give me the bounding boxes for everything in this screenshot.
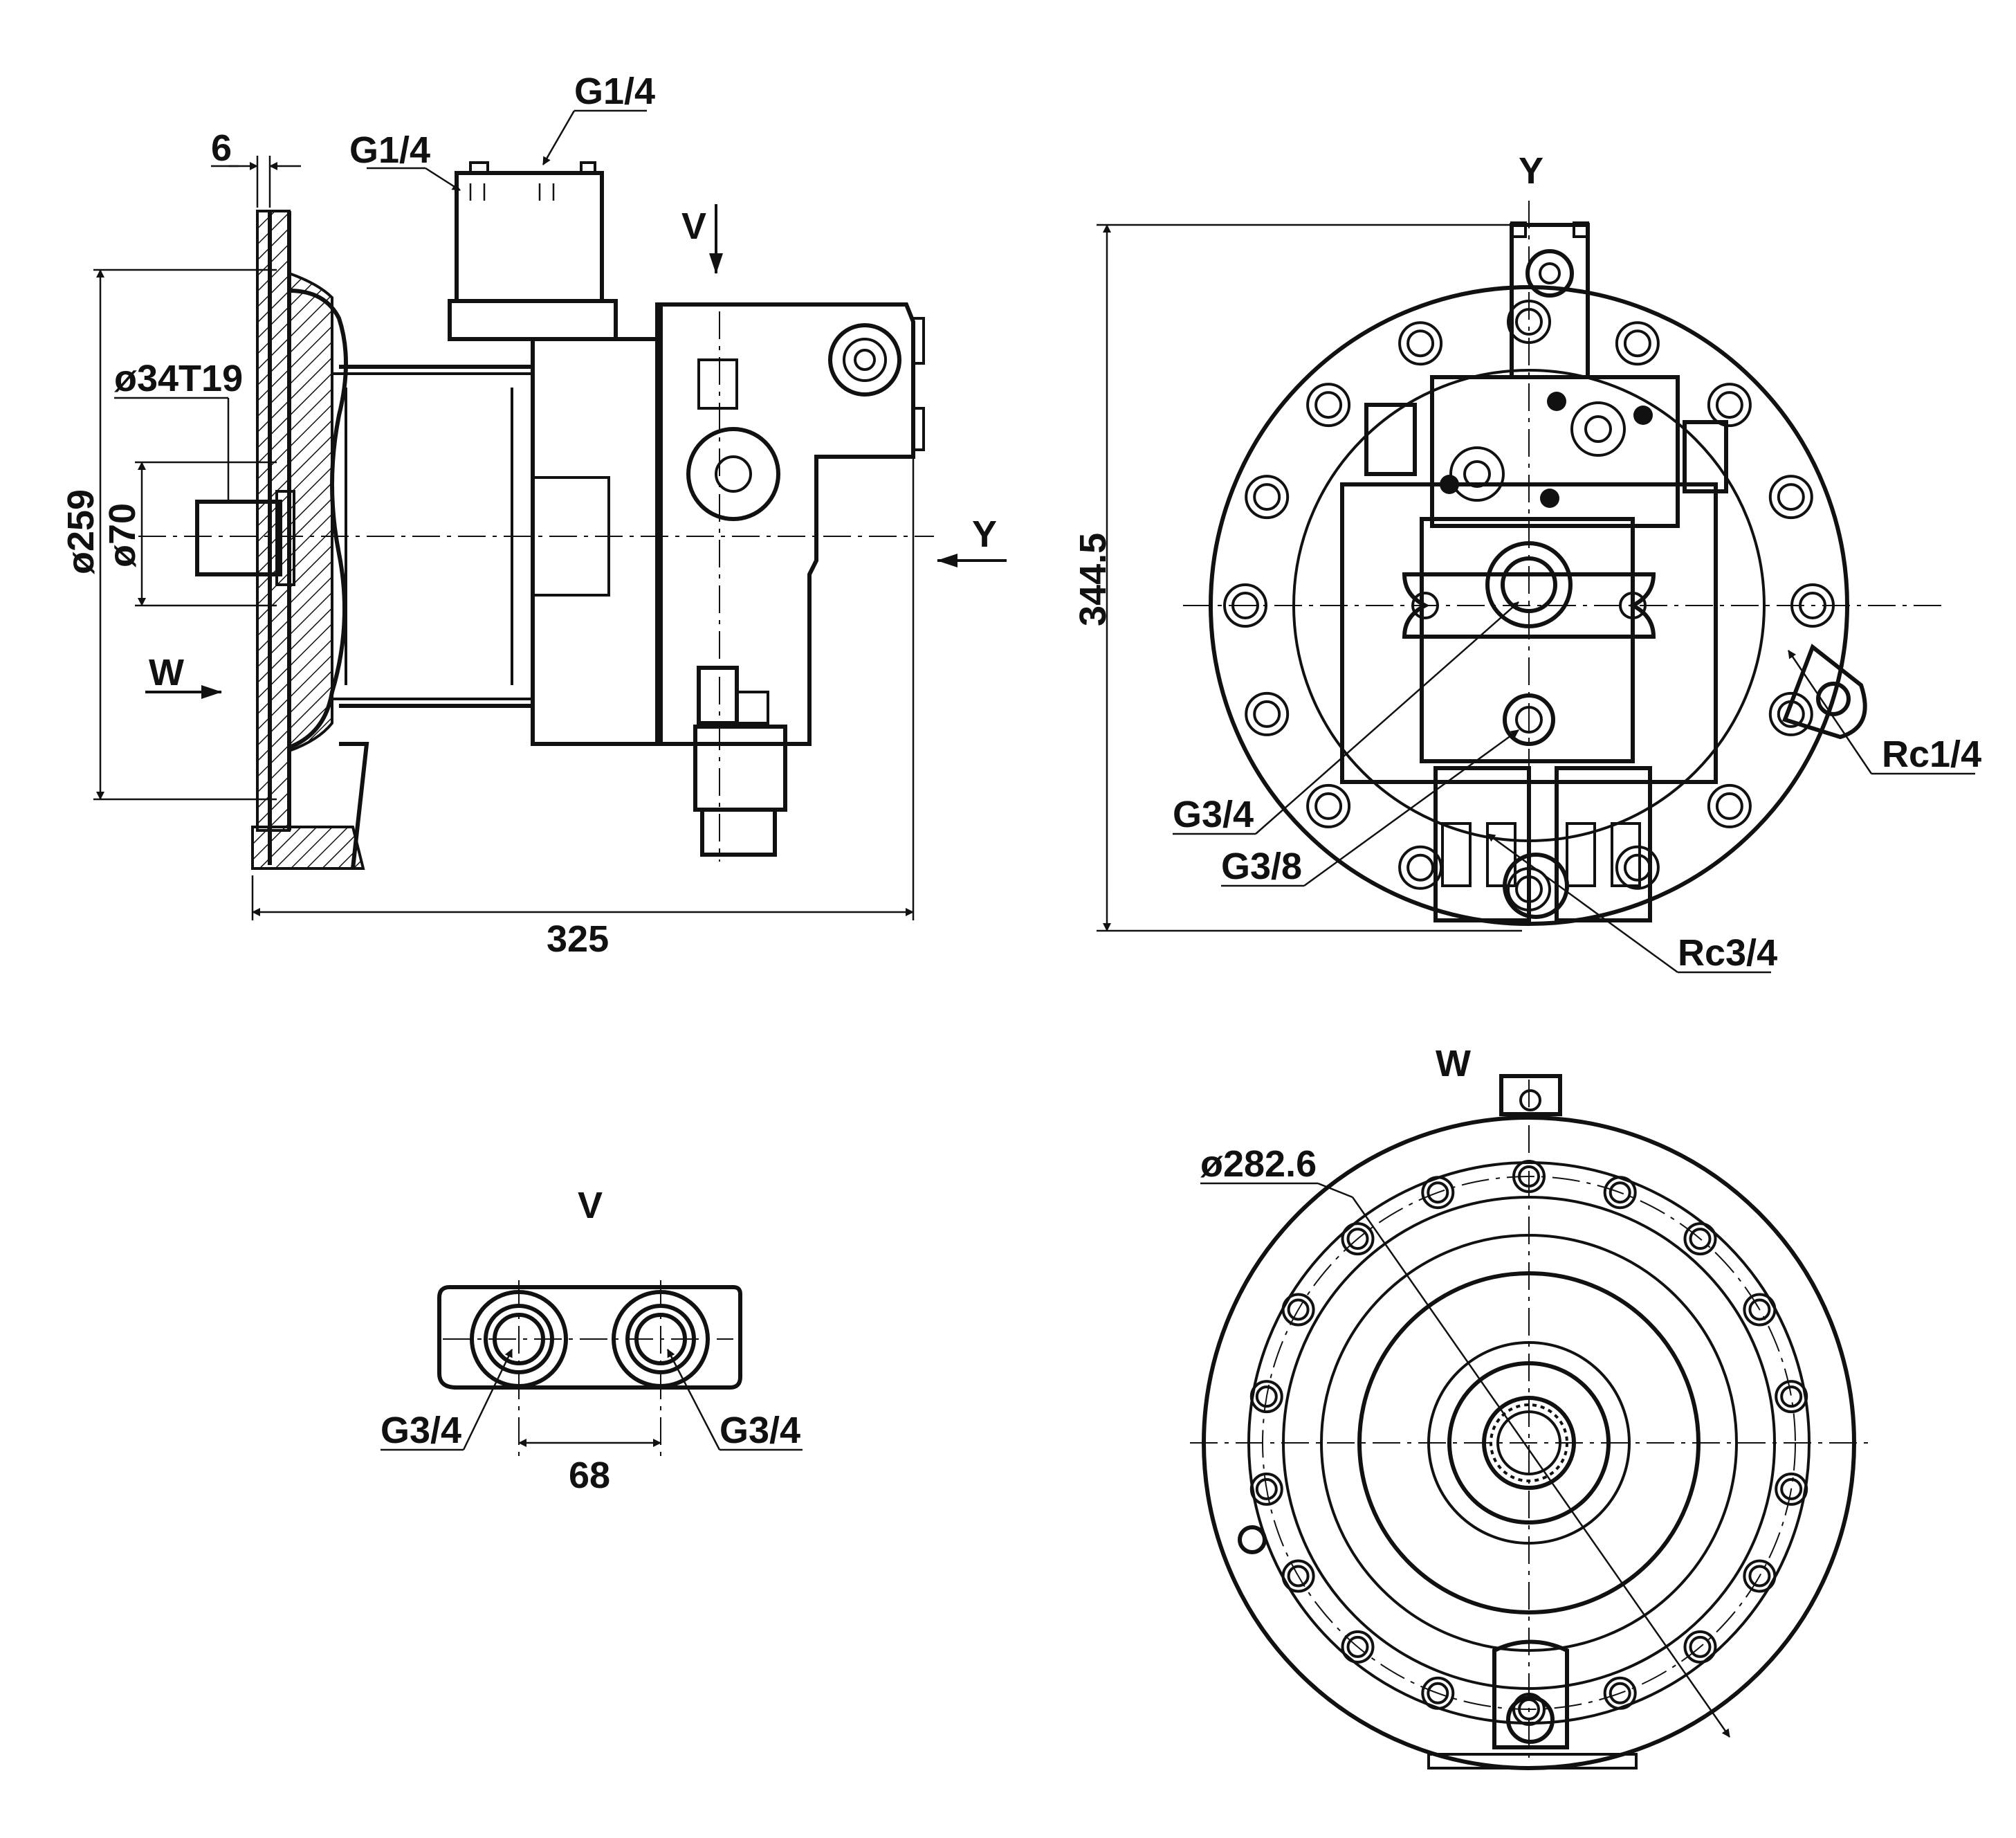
bolt-hole	[1743, 1293, 1777, 1327]
bolt-hole	[1306, 383, 1351, 428]
bolt-hole	[1253, 700, 1281, 728]
view-v-title: V	[578, 1185, 603, 1226]
bolt-hole	[1623, 329, 1651, 358]
bolt-hole	[1281, 1559, 1315, 1593]
rc14-port	[1816, 682, 1851, 716]
bolt-hole	[1603, 1676, 1637, 1710]
bolt-hole	[1748, 1298, 1771, 1321]
shaft-spline-label: ø34T19	[114, 358, 243, 399]
relief-valve-block	[455, 171, 604, 303]
bolt-hole	[1777, 483, 1805, 511]
port-block-y	[1510, 223, 1590, 379]
view-y-port-rc34-label: Rc3/4	[1678, 932, 1777, 974]
dim-flange-thickness: 6	[211, 127, 232, 169]
port-label-g14-lower: G1/4	[349, 129, 430, 171]
view-arrow-y-label: Y	[972, 513, 997, 555]
bolt-hole	[1715, 391, 1743, 419]
brake-valve	[693, 725, 787, 812]
bolt-hole	[1609, 1181, 1631, 1204]
view-v-left-port-label: G3/4	[381, 1410, 461, 1451]
bolt-hole	[1255, 1385, 1278, 1408]
view-y-port-g38-label: G3/8	[1221, 846, 1302, 887]
bolt-hole	[1245, 691, 1290, 736]
bolt-hole	[1743, 1559, 1777, 1593]
bolt-hole	[1255, 1477, 1278, 1500]
bolt-hole	[1707, 783, 1752, 828]
bolt-hole	[1780, 1385, 1803, 1408]
bolt-hole	[1287, 1565, 1310, 1587]
view-v-port-block	[437, 1285, 742, 1390]
bolt-hole	[1281, 1293, 1315, 1327]
rear-head	[655, 302, 915, 746]
bolt-hole	[1253, 483, 1281, 511]
view-v-right-port-label: G3/4	[720, 1410, 800, 1451]
bolt-hole	[1715, 792, 1743, 820]
bolt-hole	[1346, 1635, 1369, 1658]
bolt-hole	[1623, 853, 1651, 882]
bolt-hole	[1421, 1676, 1455, 1710]
pilot-diameter-label: ø70	[102, 503, 143, 567]
bolt-hole	[1249, 1472, 1283, 1506]
bolt-hole	[1287, 1298, 1310, 1321]
view-y-title: Y	[1519, 150, 1543, 192]
overall-length-label: 325	[547, 918, 609, 960]
flange-foot	[251, 826, 365, 870]
bolt-hole	[1421, 1176, 1455, 1210]
bolt-hole	[1603, 1176, 1637, 1210]
bolt-hole	[1615, 845, 1660, 890]
view-y-port-rc14-label: Rc1/4	[1882, 734, 1981, 775]
flange-diameter-label: ø259	[60, 489, 102, 574]
bolt-hole	[1427, 1682, 1449, 1704]
view-arrow-v-label: V	[681, 206, 706, 247]
bolt-hole	[1689, 1228, 1712, 1250]
bolt-hole	[1341, 1630, 1375, 1664]
bolt-hole	[1341, 1222, 1375, 1256]
bolt-hole	[1689, 1635, 1712, 1658]
view-w-bolt-circle-label: ø282.6	[1200, 1143, 1317, 1185]
bolt-hole	[1346, 1228, 1369, 1250]
bolt-hole	[1249, 1380, 1283, 1414]
port-label-g14-upper: G1/4	[574, 71, 655, 112]
bolt-hole	[1406, 329, 1435, 358]
bolt-hole	[1683, 1222, 1717, 1256]
bolt-hole	[1768, 691, 1813, 736]
bolt-hole	[1314, 391, 1343, 419]
view-v: V 68 G3/4 G3/4	[381, 1185, 803, 1496]
bolt-hole	[1306, 783, 1351, 828]
bolt-hole	[1775, 1380, 1808, 1414]
view-y: Y	[1072, 150, 1981, 974]
bolt-hole	[1398, 321, 1443, 366]
view-w: W ø282.6	[1190, 1043, 1868, 1770]
view-v-spacing-label: 68	[569, 1455, 610, 1496]
bolt-hole	[1615, 321, 1660, 366]
bolt-hole	[1314, 792, 1343, 820]
bolt-hole	[1748, 1565, 1771, 1587]
view-w-title: W	[1436, 1043, 1471, 1084]
bolt-hole	[1406, 853, 1435, 882]
view-y-port-g34-label: G3/4	[1173, 794, 1254, 835]
bolt-hole	[1768, 475, 1813, 520]
output-shaft	[195, 500, 282, 576]
bolt-hole	[1707, 383, 1752, 428]
bolt-hole	[1245, 475, 1290, 520]
bolt-hole	[1780, 1477, 1803, 1500]
bolt-hole	[1427, 1181, 1449, 1204]
rear-cover	[1420, 517, 1635, 763]
side-view: 6 G1/4 G1/4 V ø34T19 ø259 ø70 Y W	[60, 71, 1007, 960]
bolt-hole	[1775, 1472, 1808, 1506]
bolt-hole	[1609, 1682, 1631, 1704]
view-w-bolt-holes	[1249, 1160, 1808, 1726]
view-arrow-w-label: W	[149, 652, 184, 693]
view-y-height-label: 344.5	[1072, 533, 1114, 626]
bolt-hole	[1683, 1630, 1717, 1664]
